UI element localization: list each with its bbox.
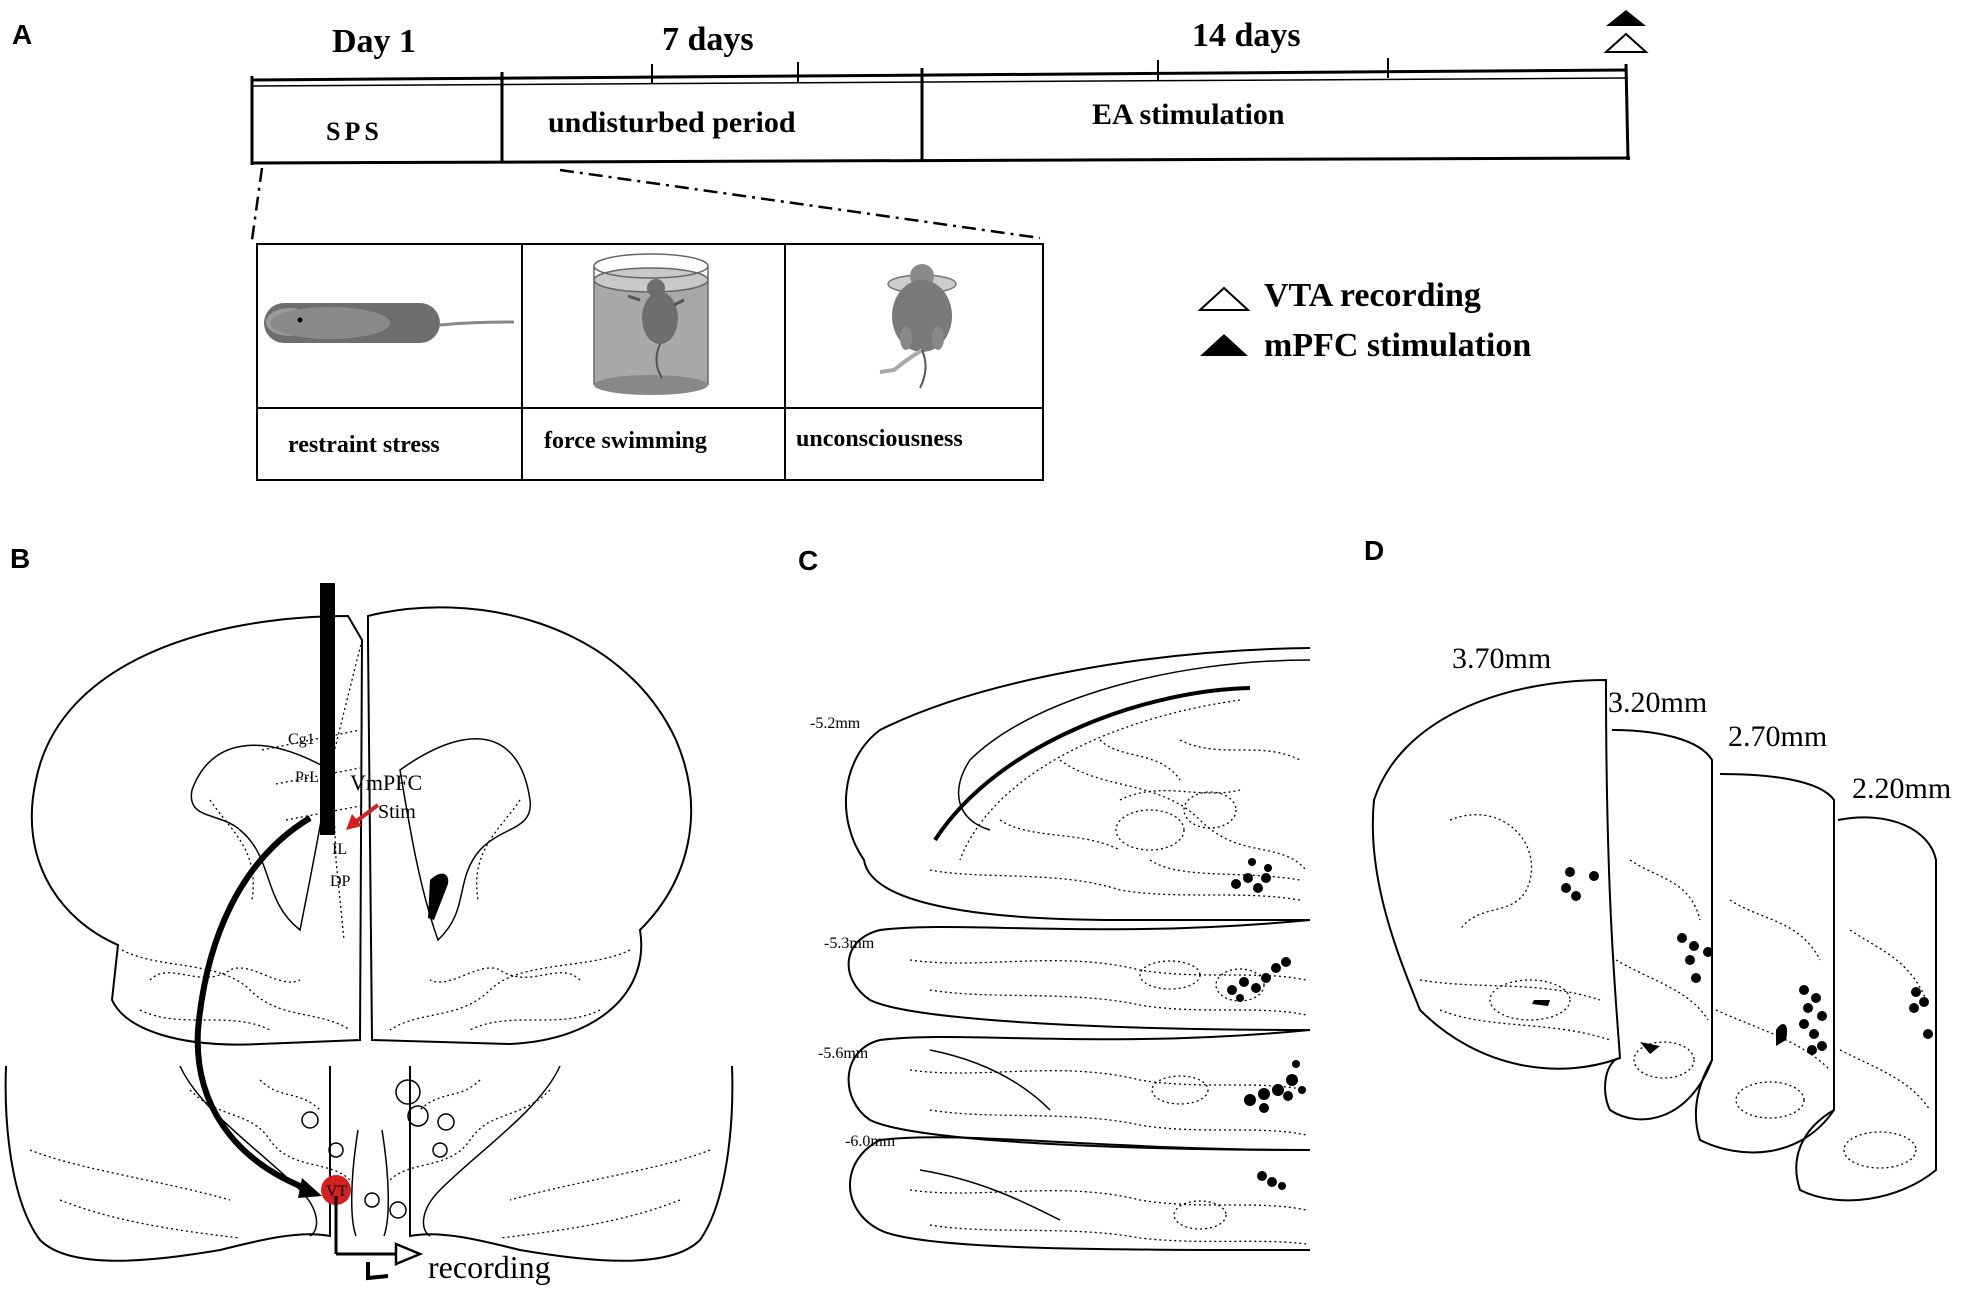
- level-c-4: -6.0mm: [845, 1133, 896, 1150]
- dp-label: DP: [330, 873, 351, 890]
- legend: VTA recording mPFC stimulation: [1197, 277, 1531, 364]
- level-d-2: 3.20mm: [1608, 686, 1707, 719]
- panel-label-b: B: [10, 543, 30, 574]
- timeline-day14-label: 14 days: [1192, 17, 1301, 54]
- restraint-mouse-icon: [264, 303, 515, 343]
- vta-legend-label: VTA recording: [1264, 277, 1481, 314]
- procedure-table: [256, 243, 1044, 481]
- timeline-day7-label: 7 days: [662, 21, 754, 58]
- coronal-section-upper: [30, 606, 693, 1046]
- force-swimming-label: force swimming: [544, 428, 707, 454]
- force-swimming-icon: [593, 253, 709, 395]
- connector-right: [559, 168, 1041, 240]
- connector-left: [250, 167, 264, 241]
- recording-sites-c: [1227, 858, 1306, 1190]
- cg1-label: Cg1: [288, 731, 315, 748]
- coronal-sections-d: [1371, 678, 1937, 1202]
- panel-label-c: C: [798, 545, 818, 576]
- unconsciousness-label: unconsciousness: [796, 426, 963, 452]
- restraint-stress-label: restraint stress: [288, 432, 440, 458]
- projection-arrow: [194, 815, 322, 1198]
- sagittal-sections: [845, 647, 1311, 1251]
- stim-sites-d: [1561, 867, 1933, 1055]
- vta-region: [321, 1175, 351, 1205]
- timeline-day1-label: Day 1: [332, 23, 416, 60]
- coronal-section-lower: [4, 1065, 734, 1262]
- level-c-1: -5.2mm: [810, 715, 861, 732]
- level-d-3: 2.70mm: [1728, 720, 1827, 753]
- mpfc-triangle-marker: [1606, 10, 1646, 26]
- prl-label: PrL: [295, 769, 319, 786]
- level-c-3: -5.6mm: [818, 1045, 869, 1062]
- panel-label-d: D: [1364, 535, 1384, 566]
- timeline-bar: [250, 58, 1631, 165]
- vt-label: VT: [326, 1183, 348, 1200]
- stim-label: Stim: [378, 801, 416, 823]
- stim-electrode: [320, 583, 335, 835]
- level-c-2: -5.3mm: [824, 935, 875, 952]
- mpfc-legend-icon: [1200, 334, 1248, 356]
- level-d-4: 2.20mm: [1852, 772, 1951, 805]
- unconscious-mouse-icon: [879, 264, 957, 389]
- recording-electrode: [334, 1196, 424, 1281]
- recording-label: recording: [428, 1249, 551, 1285]
- il-label: IL: [332, 841, 347, 858]
- sps-label: SPS: [326, 117, 383, 146]
- level-d-1: 3.70mm: [1452, 642, 1551, 675]
- mpfc-legend-label: mPFC stimulation: [1264, 327, 1531, 364]
- vmpfc-label: VmPFC: [350, 770, 422, 795]
- vta-legend-icon: [1197, 286, 1251, 311]
- stim-arrow: [346, 803, 380, 830]
- panel-label-a: A: [12, 19, 32, 50]
- undisturbed-label: undisturbed period: [548, 106, 796, 139]
- vta-triangle-marker: [1603, 32, 1649, 53]
- ea-stimulation-label: EA stimulation: [1092, 98, 1285, 131]
